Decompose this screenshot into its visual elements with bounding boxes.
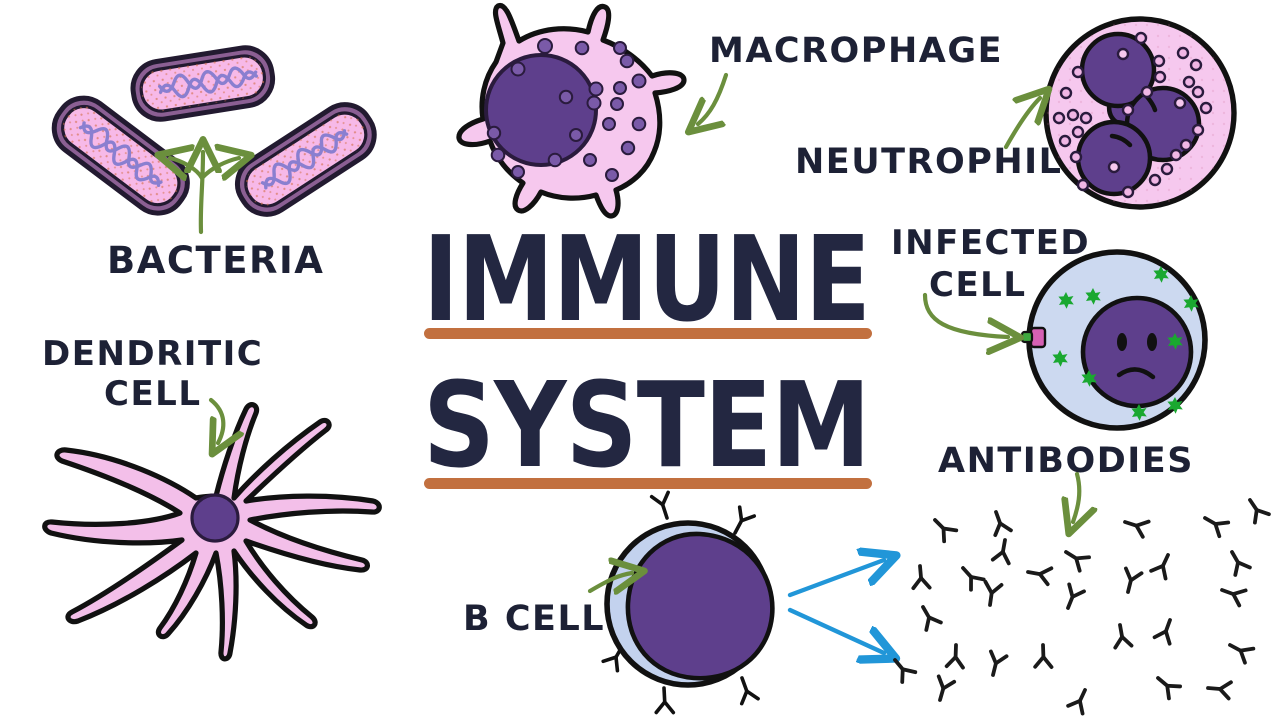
title-line-1: IMMUNE: [423, 210, 870, 348]
nucleus-eye-right: [1147, 333, 1157, 351]
bcell-to-antibodies-arrow-lower: [787, 607, 884, 653]
neutrophil-label: NEUTROPHIL: [795, 142, 1062, 182]
title-line-2: SYSTEM: [423, 356, 870, 494]
bacteria-label: BACTERIA: [107, 239, 324, 282]
dendritic-cell-label-line2: CELL: [104, 374, 202, 414]
neutrophil-arrow: [1003, 98, 1040, 150]
macrophage-granules: [486, 38, 647, 182]
macrophage-nucleus: [484, 53, 598, 167]
antibody-cloud: [893, 498, 1271, 716]
virus-particles: [1052, 266, 1199, 421]
antibodies-label: ANTIBODIES: [938, 441, 1194, 481]
macrophage-cell: [456, 2, 687, 219]
macrophage-arrow: [698, 72, 729, 124]
b-cell-receptors: [601, 490, 760, 715]
macrophage-group: MACROPHAGE: [456, 2, 1003, 219]
bacterium-top: [130, 45, 276, 122]
bcell-to-antibodies-arrows: [787, 560, 884, 653]
infected-cell-nucleus: [1080, 295, 1194, 409]
infected-cell-label-line1: INFECTED: [891, 223, 1090, 263]
neutrophil-cytoplasm-granules: [1052, 31, 1213, 199]
dendritic-cell: [42, 402, 382, 662]
dendritic-cell-nucleus: [190, 493, 240, 543]
title-underline-bottom: [424, 478, 872, 489]
bacterium-left: [51, 95, 190, 216]
b-cell-arrow: [587, 573, 632, 591]
dendritic-cell-label-line1: DENDRITIC: [42, 334, 263, 374]
title-block: IMMUNE SYSTEM: [423, 210, 872, 494]
neutrophil-cell: [1043, 16, 1237, 210]
bacterium-right: [234, 102, 377, 217]
infected-cell-group: INFECTED CELL: [891, 223, 1208, 431]
title-underline-top: [424, 328, 872, 339]
b-cell-group: B CELL: [463, 490, 884, 715]
neutrophil-granules: [1107, 47, 1187, 174]
bacteria-group: BACTERIA: [51, 45, 377, 282]
b-cell-label: B CELL: [463, 599, 605, 639]
infected-cell-arrow: [922, 292, 1008, 337]
macrophage-label: MACROPHAGE: [709, 31, 1003, 71]
bcell-to-antibodies-arrow-upper: [787, 560, 884, 598]
infected-cell-label-line2: CELL: [929, 265, 1027, 305]
neutrophil-group: NEUTROPHIL: [795, 16, 1237, 210]
antibodies-group: ANTIBODIES: [893, 441, 1271, 716]
infected-cell: [1020, 249, 1208, 431]
infected-cell-receptor: [1020, 326, 1047, 349]
bacteria-arrow: [170, 152, 239, 235]
b-cell-nucleus: [625, 531, 775, 681]
dendritic-cell-arrow: [211, 397, 223, 443]
nucleus-eye-left: [1117, 333, 1127, 351]
antibodies-arrow: [1073, 471, 1079, 522]
nucleus-frown: [1116, 367, 1156, 380]
dendritic-cell-group: DENDRITIC CELL: [42, 334, 382, 662]
